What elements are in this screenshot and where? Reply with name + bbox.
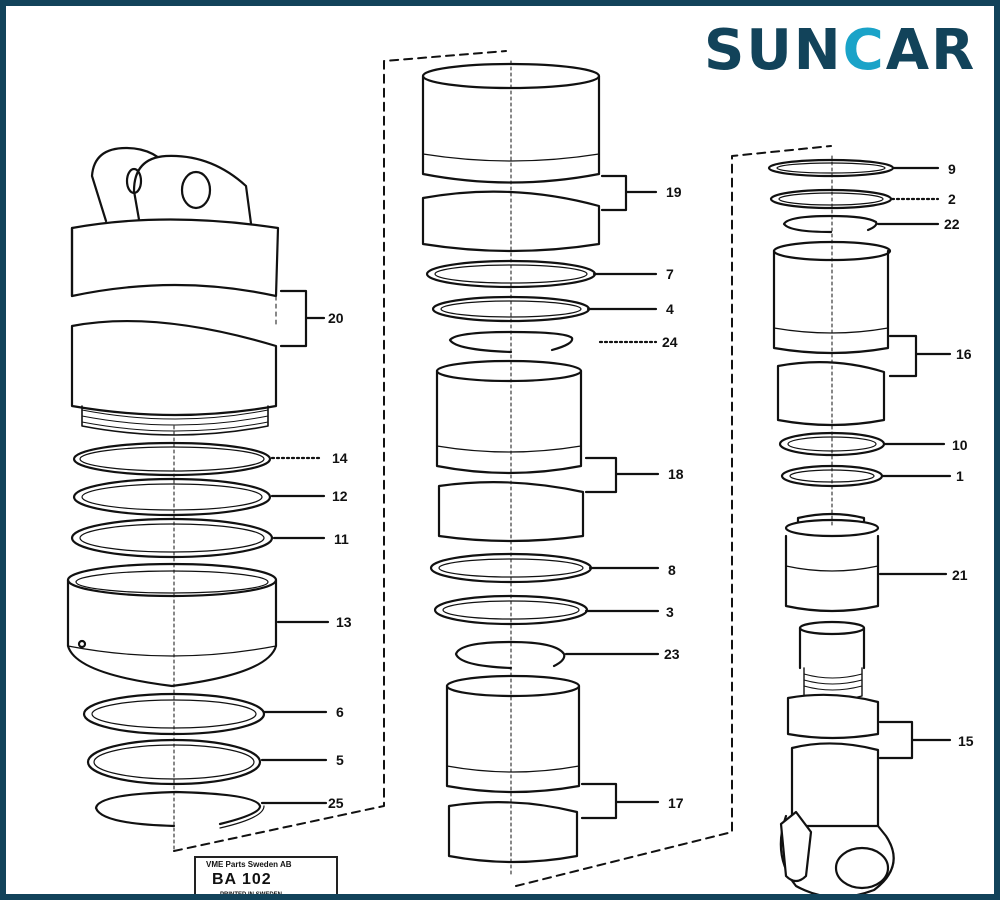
part-15-rod	[779, 620, 895, 894]
catalog-stamp: VME Parts Sweden AB BA 102 PRINTED IN SW…	[194, 856, 338, 898]
callout-7: 7	[666, 266, 674, 282]
callout-25: 25	[328, 795, 344, 811]
left-clevis-eye	[90, 146, 254, 233]
part-12-ring	[72, 477, 272, 517]
callout-5: 5	[336, 752, 344, 768]
callout-12: 12	[332, 488, 348, 504]
callout-10: 10	[952, 437, 968, 453]
part-20-housing	[70, 218, 280, 436]
callout-19: 19	[666, 184, 682, 200]
callout-4: 4	[666, 301, 674, 317]
part-11-ring	[70, 517, 274, 559]
callout-16: 16	[956, 346, 972, 362]
callout-17: 17	[668, 795, 684, 811]
callout-15: 15	[958, 733, 974, 749]
callout-8: 8	[668, 562, 676, 578]
callout-22: 22	[944, 216, 960, 232]
callout-14: 14	[332, 450, 348, 466]
callout-2: 2	[948, 191, 956, 207]
part-16-tube	[772, 240, 892, 427]
logo-text-sun: SUN	[704, 18, 843, 83]
part-22-ring	[782, 214, 878, 234]
logo-letter: R	[931, 18, 977, 83]
part-21-piston	[784, 512, 880, 613]
part-14-ring	[72, 441, 272, 477]
callout-24: 24	[662, 334, 678, 350]
stamp-company: VME Parts Sweden AB	[206, 860, 292, 869]
callout-23: 23	[664, 646, 680, 662]
callout-18: 18	[668, 466, 684, 482]
stamp-printed: PRINTED IN SWEDEN	[220, 892, 283, 898]
callout-3: 3	[666, 604, 674, 620]
part-23-ring	[454, 640, 566, 670]
logo-text-car: CAR	[843, 20, 977, 82]
part-13-cap	[66, 562, 278, 688]
part-17-tube	[445, 674, 581, 864]
logo-letter: A	[885, 18, 932, 83]
callout-6: 6	[336, 704, 344, 720]
callout-21: 21	[952, 567, 968, 583]
logo-letter: C	[842, 18, 886, 83]
suncar-logo: SUNCAR	[704, 20, 994, 82]
part-25-ring	[94, 790, 262, 828]
callout-1: 1	[956, 468, 964, 484]
callout-9: 9	[948, 161, 956, 177]
part-18-tube	[435, 359, 585, 543]
callout-11: 11	[334, 531, 349, 547]
exploded-parts-diagram: 9 2 22 19 7 4 24 20 16 14 10 1 18 12 11 …	[66, 50, 974, 894]
stamp-code: BA 102	[212, 871, 272, 888]
callout-20: 20	[328, 310, 344, 326]
callout-13: 13	[336, 614, 352, 630]
